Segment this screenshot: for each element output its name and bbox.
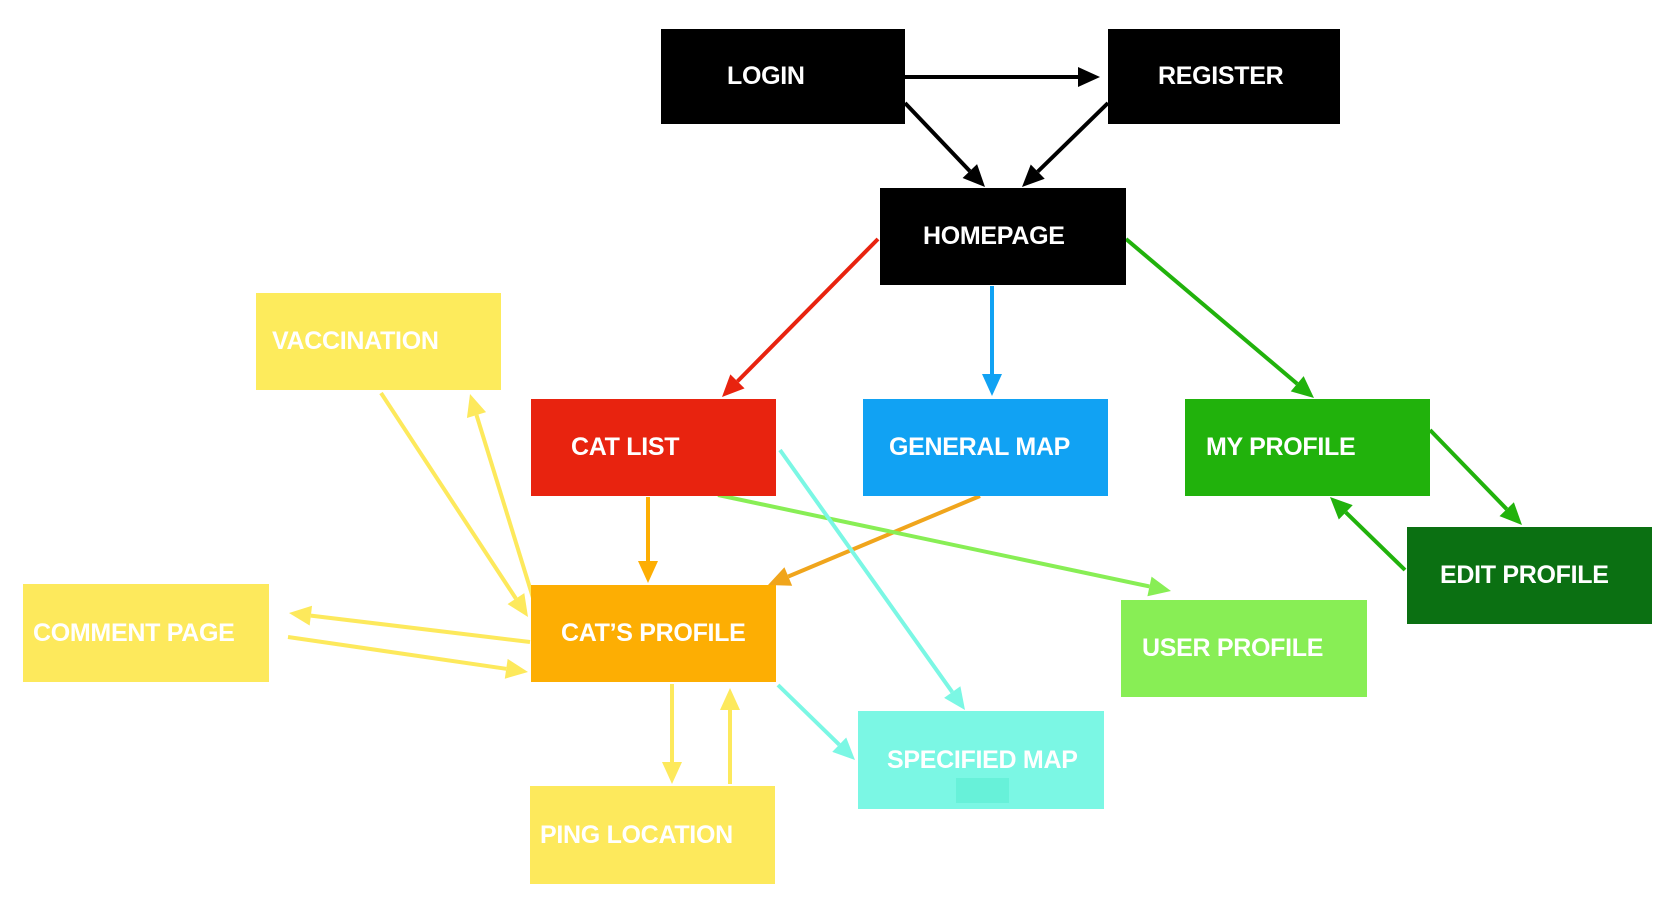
login-label: LOGIN xyxy=(727,62,805,90)
edge-line xyxy=(1428,428,1509,511)
edge-line xyxy=(310,613,531,644)
edge-line xyxy=(474,414,536,602)
edge-cats-profile-to-ping-location xyxy=(662,684,682,784)
arrowhead xyxy=(962,164,985,187)
edge-cats-profile-to-specified-map xyxy=(776,683,855,760)
homepage-label: HOMEPAGE xyxy=(923,222,1065,250)
arrowhead xyxy=(1147,576,1171,597)
cats-profile-node: CAT’S PROFILE xyxy=(531,585,776,682)
edit-profile-node: EDIT PROFILE xyxy=(1407,527,1652,624)
user-profile-label: USER PROFILE xyxy=(1142,634,1324,662)
arrowhead xyxy=(1022,164,1045,187)
arrowhead xyxy=(289,605,313,626)
arrowhead xyxy=(638,561,658,583)
edge-line xyxy=(1124,237,1299,386)
edge-cat-list-to-user-profile xyxy=(717,493,1171,597)
homepage-node: HOMEPAGE xyxy=(880,188,1126,285)
arrowhead xyxy=(832,737,855,760)
arrowhead xyxy=(1290,376,1314,398)
vaccination-label: VACCINATION xyxy=(272,327,439,355)
arrowhead xyxy=(504,658,528,679)
my-profile-node: MY PROFILE xyxy=(1185,399,1430,496)
register-label: REGISTER xyxy=(1158,62,1284,90)
edge-my-profile-to-edit-profile xyxy=(1428,428,1522,525)
ping-location-label: PING LOCATION xyxy=(540,820,733,849)
edge-homepage-to-my-profile xyxy=(1124,237,1314,398)
edge-register-to-homepage xyxy=(1022,101,1110,187)
edge-line xyxy=(736,237,880,383)
ping-location-node: PING LOCATION xyxy=(530,786,775,884)
arrowhead xyxy=(1330,497,1353,520)
login-node: LOGIN xyxy=(661,29,905,124)
edit-profile-label: EDIT PROFILE xyxy=(1440,561,1609,589)
edge-login-to-register xyxy=(905,67,1100,87)
register-node: REGISTER xyxy=(1108,29,1340,124)
comment-page-label: COMMENT PAGE xyxy=(33,618,235,647)
edge-login-to-homepage xyxy=(903,101,985,187)
arrowhead xyxy=(944,686,965,710)
edge-cats-profile-to-comment-page xyxy=(289,605,531,644)
comment-page-node: COMMENT PAGE xyxy=(23,584,269,682)
cats-profile-label: CAT’S PROFILE xyxy=(561,619,746,647)
edge-edit-profile-to-my-profile xyxy=(1330,497,1407,572)
my-profile-label: MY PROFILE xyxy=(1206,433,1356,461)
edge-line xyxy=(903,101,972,173)
arrowhead xyxy=(466,394,487,418)
vaccination-node: VACCINATION xyxy=(256,293,501,390)
specified-map-label: SPECIFIED MAP xyxy=(887,745,1078,774)
arrowhead xyxy=(982,374,1002,396)
general-map-node: GENERAL MAP xyxy=(863,399,1108,496)
edge-line xyxy=(379,391,518,600)
edge-ping-location-to-cats-profile xyxy=(720,688,740,784)
edge-line xyxy=(1344,510,1407,572)
edge-line xyxy=(287,635,507,671)
edge-comment-page-to-cats-profile xyxy=(287,635,528,679)
edge-line xyxy=(778,448,954,694)
user-profile-node: USER PROFILE xyxy=(1121,600,1367,697)
general-map-label: GENERAL MAP xyxy=(889,433,1070,461)
cat-list-node: CAT LIST xyxy=(531,399,776,496)
specified-map-highlight-mark xyxy=(956,778,1009,803)
edge-line xyxy=(787,494,981,579)
arrowhead xyxy=(720,688,740,710)
edge-cat-list-to-cats-profile xyxy=(638,497,658,583)
arrowhead xyxy=(662,762,682,784)
edge-homepage-to-general-map xyxy=(982,286,1002,396)
arrowhead xyxy=(768,567,793,586)
arrowhead xyxy=(507,593,528,617)
arrowhead xyxy=(722,374,745,397)
edge-line xyxy=(1036,101,1110,174)
edge-homepage-to-cat-list xyxy=(722,237,880,397)
arrowhead xyxy=(1078,67,1100,87)
edge-cats-profile-to-vaccination xyxy=(466,394,536,602)
edge-line xyxy=(776,683,841,747)
edge-general-map-to-cats-profile xyxy=(768,494,981,586)
edge-line xyxy=(717,493,1150,589)
edge-vaccination-to-cats-profile xyxy=(379,391,528,617)
cat-list-label: CAT LIST xyxy=(571,433,680,461)
edge-cat-list-to-specified-map xyxy=(778,448,965,710)
arrowhead xyxy=(1499,502,1522,525)
